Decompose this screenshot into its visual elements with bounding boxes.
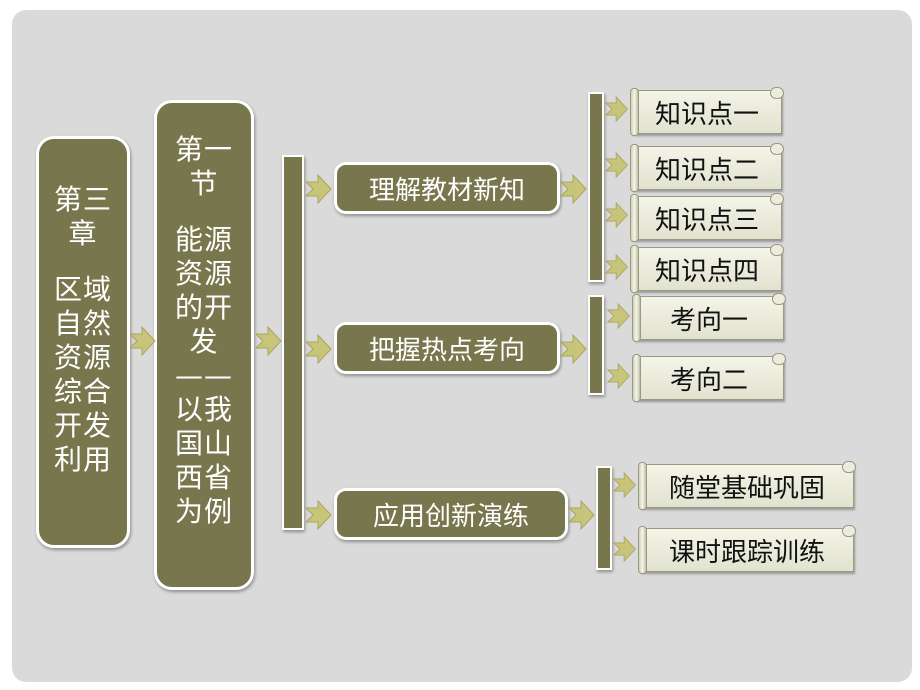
section-title-line: 资源 — [174, 257, 233, 290]
branch-label: 把握热点考向 — [368, 335, 525, 366]
arrow-right-icon — [130, 326, 156, 356]
arrow-right-icon — [568, 500, 595, 530]
section-title-line: —— — [175, 359, 233, 392]
leaf-label: 随堂基础巩固 — [668, 473, 825, 504]
leaf-topic-2: 考向二 — [632, 353, 786, 402]
leaf-knowledge-point-2: 知识点二 — [630, 143, 784, 192]
arrow-right-icon — [606, 303, 630, 329]
leaf-practice-1: 随堂基础巩固 — [638, 461, 856, 510]
chapter-title-line: 资源 — [53, 341, 112, 374]
chapter-title-line: 利用 — [53, 443, 112, 476]
arrow-right-icon — [560, 174, 587, 204]
branch-label: 应用创新演练 — [372, 501, 529, 532]
chapter-title-line: 自然 — [53, 307, 112, 340]
leaf-label: 知识点二 — [654, 155, 759, 186]
branch-pill-hot-topics: 把握热点考向 — [334, 322, 560, 374]
arrow-right-icon — [612, 536, 636, 562]
chapter-box: 第三 章 区域 自然 资源 综合 开发 利用 — [36, 136, 130, 548]
sub-branch-bar-knowledge — [588, 92, 604, 282]
section-title-line: 的开 — [174, 291, 233, 324]
main-branch-bar — [282, 155, 304, 530]
arrow-right-icon — [255, 326, 282, 356]
section-title-line: 西省 — [174, 461, 233, 494]
arrow-right-icon — [604, 202, 628, 228]
section-title-line: 第一 — [174, 133, 233, 166]
section-title-line: 以我 — [174, 393, 233, 426]
branch-label: 理解教材新知 — [368, 175, 525, 206]
arrow-right-icon — [560, 334, 587, 364]
leaf-label: 考向一 — [669, 305, 748, 336]
chapter-title-line: 开发 — [53, 409, 112, 442]
leaf-label: 课时跟踪训练 — [668, 537, 825, 568]
leaf-practice-2: 课时跟踪训练 — [638, 525, 856, 574]
section-box: 第一 节 能源 资源 的开 发 —— 以我 国山 西省 为例 — [154, 100, 254, 590]
leaf-label: 知识点四 — [654, 256, 759, 287]
arrow-right-icon — [305, 334, 332, 364]
chapter-title-line: 章 — [68, 217, 98, 250]
sub-branch-bar-topics — [588, 295, 604, 395]
branch-pill-practice: 应用创新演练 — [334, 488, 568, 540]
leaf-label: 考向二 — [669, 365, 748, 396]
section-title-line: 能源 — [174, 223, 233, 256]
chapter-title-line: 综合 — [53, 375, 112, 408]
branch-pill-new-knowledge: 理解教材新知 — [334, 162, 560, 214]
chapter-title-line: 区域 — [53, 273, 112, 306]
chapter-title-line: 第三 — [53, 183, 112, 216]
section-title-line: 国山 — [174, 427, 233, 460]
leaf-label: 知识点三 — [654, 205, 759, 236]
arrow-right-icon — [305, 500, 332, 530]
leaf-label: 知识点一 — [654, 99, 759, 130]
arrow-right-icon — [604, 254, 628, 280]
leaf-topic-1: 考向一 — [632, 293, 786, 342]
section-title-line: 节 — [189, 167, 219, 200]
arrow-right-icon — [606, 363, 630, 389]
leaf-knowledge-point-1: 知识点一 — [630, 87, 784, 136]
section-title-line: 发 — [189, 325, 219, 358]
leaf-knowledge-point-4: 知识点四 — [630, 244, 784, 293]
arrow-right-icon — [305, 174, 332, 204]
leaf-knowledge-point-3: 知识点三 — [630, 193, 784, 242]
arrow-right-icon — [604, 152, 628, 178]
arrow-right-icon — [604, 96, 628, 122]
sub-branch-bar-practice — [596, 466, 612, 570]
arrow-right-icon — [612, 472, 636, 498]
section-title-line: 为例 — [174, 495, 233, 528]
